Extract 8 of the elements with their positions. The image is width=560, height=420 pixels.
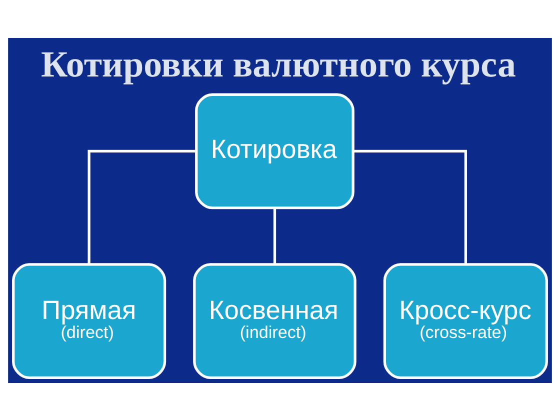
diagram-title: Котировки валютного курса [41,43,516,84]
node-box: Косвенная (indirect) [193,262,356,379]
node-box: Кросс-курс (cross-rate) [383,262,548,379]
connector [273,208,276,264]
connector [354,149,467,264]
node-box: Прямая (direct) [12,262,166,379]
node-box: Котировка [195,92,354,209]
connector [88,149,196,264]
